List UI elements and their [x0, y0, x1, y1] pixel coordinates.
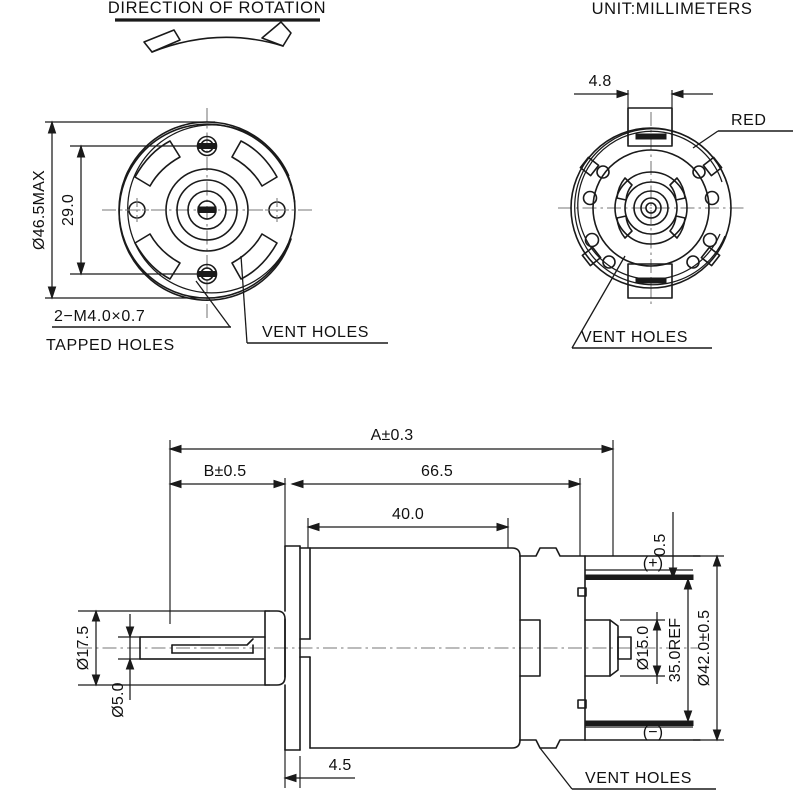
- front-vent-hole-lower-left: [134, 233, 181, 280]
- front-callout-vent-holes: VENT HOLES: [240, 255, 388, 344]
- front-shaft-flat: [197, 206, 217, 213]
- side-dim-shaft-diameter-text: Ø5.0: [110, 682, 127, 718]
- body-mid-ring: [519, 619, 541, 677]
- side-vent-holes-label: VENT HOLES: [585, 770, 692, 787]
- front-boss-mid: [176, 179, 238, 241]
- front-tapped-hole-top: [196, 135, 218, 157]
- rear-housing-ring-2: [574, 128, 728, 286]
- rear-callout-red: RED: [692, 112, 793, 149]
- front-bearing-ring: [187, 190, 227, 230]
- side-dim-shaft-length: B±0.5: [168, 463, 287, 489]
- side-dim-overall-length-text: A±0.3: [371, 427, 414, 444]
- front-vent-hole-upper-right: [231, 140, 278, 187]
- side-dim-mount-ref-text: 35.0REF: [667, 618, 684, 683]
- side-dim-body-length-text: 66.5: [421, 463, 453, 480]
- front-callout-tapped-holes: 2−M4.0×0.7 TAPPED HOLES: [46, 280, 231, 354]
- side-dim-shaft-diameter: Ø5.0: [110, 614, 200, 718]
- front-tapped-hole-bottom-slot: [197, 271, 217, 277]
- front-vent-hole-upper-left: [134, 140, 181, 187]
- side-dim-pilot-diameter-text: Ø15.0: [635, 626, 652, 671]
- front-vent-holes-label: VENT HOLES: [262, 324, 369, 341]
- rear-lug-top: [577, 587, 587, 597]
- rear-slot-vents: [616, 177, 686, 239]
- rear-endcap-circle: [592, 149, 710, 267]
- side-dim-flange-offset: 4.5: [283, 690, 355, 788]
- front-tapped-hole-bottom: [196, 263, 218, 285]
- rear-bearing-outer: [633, 190, 669, 226]
- rear-callout-vent-holes: VENT HOLES: [571, 255, 712, 349]
- front-tapped-holes-label-2: TAPPED HOLES: [46, 337, 175, 354]
- side-dim-shaft-length-text: B±0.5: [204, 463, 247, 480]
- rear-pilot-nub: [617, 636, 632, 660]
- side-dim-can-length-text: 40.0: [392, 506, 424, 523]
- rear-shaft-hole: [645, 202, 657, 214]
- unit-note: UNIT:MILLIMETERS: [592, 0, 753, 18]
- side-elevation-view: (+) (−) A±0.3 B±0.5 66.5: [75, 427, 724, 790]
- side-dim-body-diameter-text: Ø42.0±0.5: [696, 610, 713, 686]
- rear-square-vent-holes: [579, 156, 723, 267]
- side-callout-vent-holes: VENT HOLES: [539, 747, 716, 790]
- front-housing-inner-circle: [118, 123, 296, 301]
- front-dim-bolt-circle-text: 29.0: [60, 194, 77, 226]
- side-dim-mount-ref: 35.0REF: [667, 577, 693, 723]
- front-tapped-hole-top-slot: [197, 143, 217, 149]
- rotation-title: DIRECTION OF ROTATION: [108, 0, 326, 17]
- front-locating-hole-left: [125, 198, 149, 222]
- front-dim-outer-diameter-text: Ø46.5MAX: [31, 170, 48, 250]
- front-dim-bolt-circle: 29.0: [60, 144, 200, 276]
- positive-terminal-mark: (+): [643, 555, 664, 572]
- rear-dim-terminal-width-text: 4.8: [589, 73, 612, 90]
- polarity-marks: (+) (−): [643, 555, 664, 741]
- side-dim-terminal-thickness-text: 0.5: [652, 534, 669, 557]
- front-end-view: Ø46.5MAX 29.0 2−M4.0×0.7 TAPPED HOLES VE…: [31, 108, 388, 354]
- side-dim-terminal-thickness: 0.5: [652, 512, 678, 580]
- rear-vent-holes-label: VENT HOLES: [581, 329, 688, 346]
- rear-bearing-inner: [640, 197, 662, 219]
- rear-housing-outer-circle: [570, 127, 732, 289]
- negative-terminal-mark: (−): [643, 724, 664, 741]
- side-dim-boss-diameter: Ø17.5: [75, 609, 270, 687]
- front-vent-hole-lower-right: [231, 233, 278, 280]
- rear-can-section: [519, 547, 586, 749]
- mounting-boss: [264, 610, 286, 686]
- front-housing-third-circle: [127, 124, 290, 294]
- rear-round-vent-holes: [582, 165, 720, 269]
- rear-lug-bottom: [577, 699, 587, 709]
- side-dim-pilot-diameter: Ø15.0: [620, 612, 665, 684]
- side-dim-body-diameter: Ø42.0±0.5: [693, 554, 724, 742]
- side-terminal-negative: [584, 720, 694, 728]
- rear-brushplate-mid: [624, 181, 678, 235]
- rear-brushplate-outer: [614, 171, 688, 245]
- side-dim-can-length: 40.0: [306, 506, 510, 548]
- side-dim-boss-diameter-text: Ø17.5: [75, 626, 92, 671]
- front-locating-hole-right: [265, 198, 289, 222]
- rear-end-view: 4.8 RED VENT HOLES: [558, 73, 793, 349]
- motor-can-body: [299, 547, 521, 749]
- rear-terminal-negative: [627, 263, 673, 299]
- rear-red-label: RED: [731, 112, 767, 129]
- side-dim-body-length: 66.5: [284, 463, 582, 556]
- rear-housing-ring-3: [577, 130, 723, 280]
- side-dim-overall-length: A±0.3: [168, 427, 615, 624]
- side-dim-flange-offset-text: 4.5: [329, 757, 352, 774]
- rear-end-cap: [577, 555, 701, 741]
- front-tapped-holes-label-1: 2−M4.0×0.7: [54, 308, 145, 325]
- rotation-arrow-icon: [143, 21, 292, 53]
- front-boss-outer: [165, 168, 249, 252]
- rotation-title-group: DIRECTION OF ROTATION: [108, 0, 326, 22]
- front-dim-outer-diameter: Ø46.5MAX: [31, 120, 215, 300]
- rear-dim-terminal-width: 4.8: [574, 73, 713, 144]
